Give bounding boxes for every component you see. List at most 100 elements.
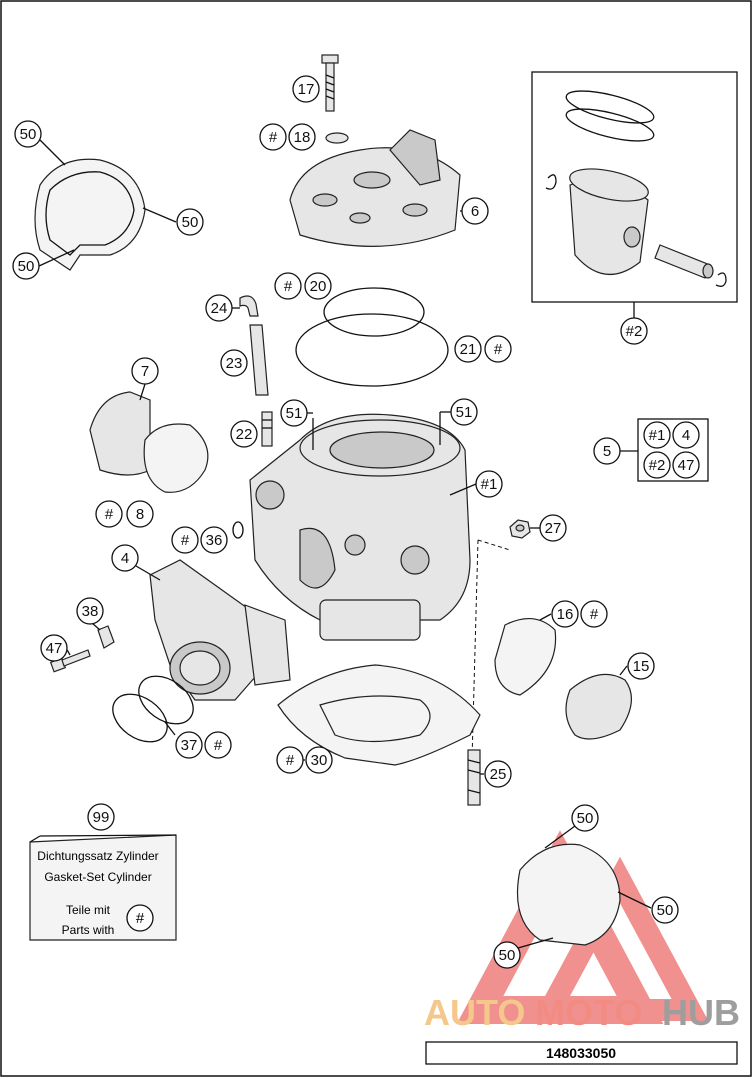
callout-label: 38 (82, 603, 99, 620)
callout-c17: 17 (292, 75, 320, 103)
gasket-50-bottom (516, 843, 621, 946)
callout-c30: 30 (305, 746, 333, 774)
callout-label: 17 (298, 81, 315, 98)
callout-circle (450, 398, 478, 426)
callout-c21h: # (484, 335, 512, 363)
callout-c99: 99 (87, 803, 115, 831)
plate-38 (97, 625, 115, 649)
piston-rings (565, 90, 655, 142)
piston-clip-left (545, 174, 557, 190)
callout-label: 7 (141, 363, 149, 380)
callout-circle (672, 451, 700, 479)
callout-circle (12, 252, 40, 280)
callout-c5d: 47 (672, 451, 700, 479)
callout-c24: 24 (205, 294, 233, 322)
o-ring-20 (323, 287, 425, 337)
callout-circle (95, 500, 123, 528)
cylinder-head-6 (289, 129, 461, 247)
callout-circle (551, 600, 579, 628)
callout-c5c: #2 (643, 451, 671, 479)
callout-circle (87, 803, 115, 831)
callout-c50e: 50 (651, 896, 679, 924)
callout-circle (274, 272, 302, 300)
callout-c25: 25 (484, 760, 512, 788)
callout-label: #2 (626, 323, 643, 340)
callout-circle (200, 526, 228, 554)
callout-c36: 36 (200, 526, 228, 554)
callout-circle (493, 941, 521, 969)
callout-circle (620, 317, 648, 345)
callout-c6: 6 (461, 197, 489, 225)
callout-circle (205, 294, 233, 322)
callout-c23: 23 (220, 349, 248, 377)
callout-circle (175, 731, 203, 759)
callout-circle (539, 514, 567, 542)
callout-cH2: #2 (620, 317, 648, 345)
callout-c18: 18 (288, 123, 316, 151)
callout-c37: 37 (175, 731, 203, 759)
callout-c16h: # (580, 600, 608, 628)
callout-circle (131, 357, 159, 385)
kit-line-3: Teile mit (66, 903, 111, 917)
watermark-text: AUTO MOTO HUB (424, 992, 740, 1033)
callout-label: #2 (649, 457, 666, 474)
callout-circle (280, 399, 308, 427)
callout-label: 50 (18, 258, 35, 275)
callout-label: 4 (682, 427, 690, 444)
callout-c51a: 51 (280, 399, 308, 427)
callout-circle (171, 526, 199, 554)
callout-label: 20 (310, 278, 327, 295)
kit-line-4: Parts with (62, 923, 115, 937)
callout-circle (276, 746, 304, 774)
callout-label: 15 (633, 658, 650, 675)
callout-label: 99 (93, 809, 110, 826)
stud-25 (467, 749, 481, 806)
piston-clip-right (715, 272, 727, 287)
callout-circle (14, 120, 42, 148)
callout-label: # (494, 341, 503, 358)
callout-label: 50 (182, 214, 199, 231)
callout-circle (230, 420, 258, 448)
callout-label: 50 (657, 902, 674, 919)
leader-50b (142, 207, 177, 223)
callout-label: # (214, 737, 223, 754)
callout-c50b: 50 (176, 208, 204, 236)
callout-c20h: # (274, 272, 302, 300)
callout-circle (111, 544, 139, 572)
callout-circle (220, 349, 248, 377)
o-ring-36 (232, 521, 244, 539)
callout-circle (475, 470, 503, 498)
nipple-22 (261, 411, 273, 447)
watermark-word-1: AUTO (424, 992, 525, 1033)
washer-18 (325, 132, 349, 144)
callout-label: 24 (211, 300, 228, 317)
o-ring-37b (112, 693, 168, 743)
gasket-16 (494, 618, 557, 696)
callout-label: 5 (603, 443, 611, 460)
callout-c38: 38 (76, 597, 104, 625)
bolt-17 (321, 54, 339, 112)
callout-label: 23 (226, 355, 243, 372)
callout-c30h: # (276, 746, 304, 774)
callout-circle (643, 451, 671, 479)
callout-circle (593, 437, 621, 465)
callout-c15: 15 (627, 652, 655, 680)
callout-label: 50 (499, 947, 516, 964)
callout-circle (305, 746, 333, 774)
callout-circle (484, 335, 512, 363)
callout-label: 30 (311, 752, 328, 769)
callout-circle (288, 123, 316, 151)
callout-label: # (105, 506, 114, 523)
callout-label: 51 (456, 404, 473, 421)
callout-cH1: #1 (475, 470, 503, 498)
callout-circle (40, 634, 68, 662)
callout-label: 37 (181, 737, 198, 754)
callout-c5b: 4 (672, 421, 700, 449)
callout-c4: 4 (111, 544, 139, 572)
callout-c27: 27 (539, 514, 567, 542)
o-ring-37a (138, 675, 194, 725)
callout-label: 25 (490, 766, 507, 783)
part-number: 148033050 (546, 1045, 616, 1061)
